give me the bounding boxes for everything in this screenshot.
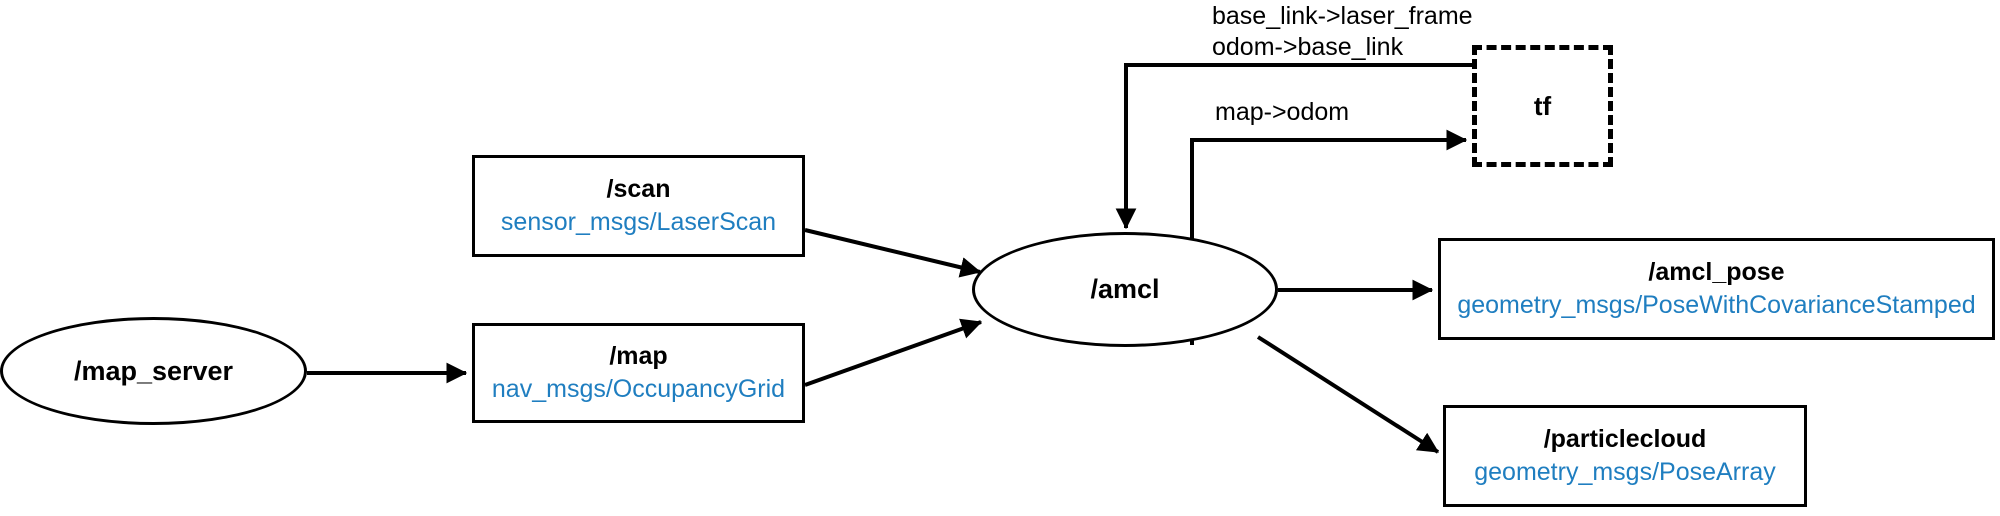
topic-map-type: nav_msgs/OccupancyGrid [491,374,786,403]
topic-particlecloud-type: geometry_msgs/PoseArray [1474,457,1776,486]
edge-scan-to-amcl [804,228,982,278]
topic-amcl-pose-type: geometry_msgs/PoseWithCovarianceStamped [1457,290,1976,319]
node-amcl[interactable]: /amcl [972,232,1278,347]
edge-label-tf-to-amcl-line1: base_link->laser_frame [1212,2,1473,30]
topic-particlecloud[interactable]: /particlecloud geometry_msgs/PoseArray [1443,405,1807,507]
topic-amcl-pose[interactable]: /amcl_pose geometry_msgs/PoseWithCovaria… [1438,238,1995,340]
node-map-server[interactable]: /map_server [0,317,307,425]
node-tf[interactable]: tf [1472,45,1613,167]
node-tf-label: tf [1533,90,1552,121]
edge-label-amcl-to-tf: map->odom [1215,98,1350,126]
topic-map[interactable]: /map nav_msgs/OccupancyGrid [472,323,805,423]
topic-amcl-pose-name: /amcl_pose [1648,258,1785,286]
edge-label-tf-to-amcl-line2: odom->base_link [1212,33,1404,61]
topic-map-name: /map [609,342,668,370]
topic-scan[interactable]: /scan sensor_msgs/LaserScan [472,155,805,257]
edge-map-to-amcl [804,318,983,387]
edge-amcl-to-particlecloud [1256,335,1440,454]
node-amcl-label: /amcl [1090,274,1160,304]
edge-tf-to-amcl [1115,63,1472,230]
topic-scan-type: sensor_msgs/LaserScan [500,207,777,236]
topic-particlecloud-name: /particlecloud [1543,425,1707,453]
node-map-server-label: /map_server [73,355,234,386]
topic-scan-name: /scan [606,175,671,203]
